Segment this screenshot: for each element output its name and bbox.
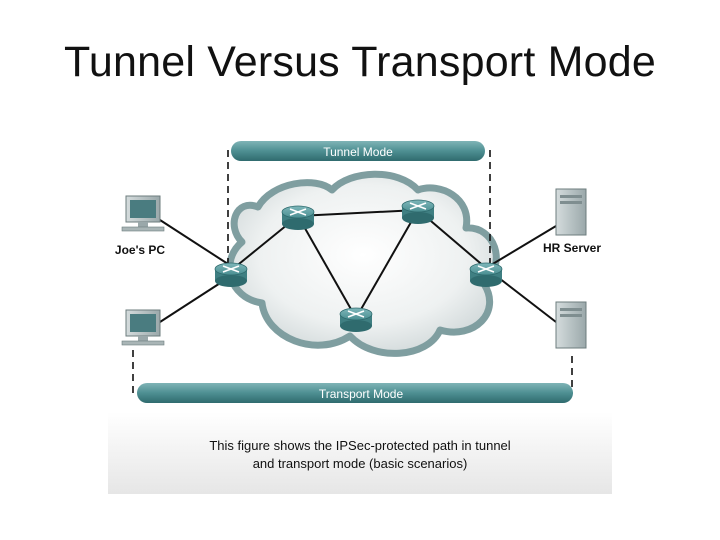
tunnel-mode-bar: Tunnel Mode [231, 141, 485, 161]
caption-line-2: and transport mode (basic scenarios) [252, 456, 468, 471]
router-icon [469, 262, 503, 287]
joes-pc-label: Joe's PC [115, 243, 166, 257]
router-icon [401, 199, 435, 224]
transport-mode-bar: Transport Mode [137, 383, 573, 403]
caption: This figure shows the IPSec-protected pa… [108, 437, 612, 473]
transport-mode-label: Transport Mode [319, 387, 404, 401]
router-icon [281, 205, 315, 230]
tunnel-mode-label: Tunnel Mode [323, 145, 393, 159]
caption-panel [108, 412, 612, 494]
computer-icon [121, 309, 165, 346]
router-icon [214, 262, 248, 287]
computer-icon [121, 195, 165, 232]
hr-server-label: HR Server [543, 241, 601, 255]
caption-line-1: This figure shows the IPSec-protected pa… [209, 438, 511, 453]
slide-title: Tunnel Versus Transport Mode [64, 38, 656, 86]
server-icon [555, 301, 587, 349]
server-icon [555, 188, 587, 236]
router-icon [339, 307, 373, 332]
